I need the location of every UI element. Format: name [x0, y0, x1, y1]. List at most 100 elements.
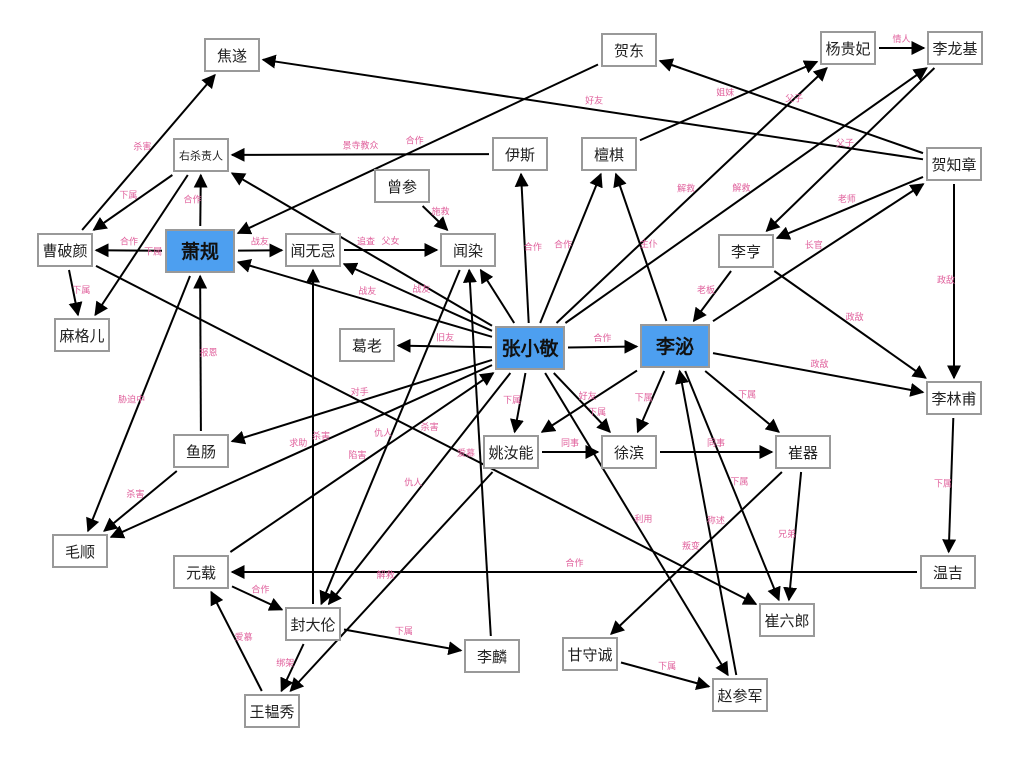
edge-arrow	[704, 370, 780, 433]
edge-fengdalun-wangyunxiu	[280, 643, 305, 693]
node-box	[339, 328, 395, 362]
node-jiaosui: 焦遂	[204, 38, 260, 72]
node-box	[640, 324, 710, 368]
node-box	[712, 678, 768, 712]
node-caopoyan: 曹破颜	[37, 233, 93, 267]
edge-arrow	[773, 270, 927, 379]
edge-arrow	[86, 275, 191, 533]
edge-arrow	[289, 471, 494, 693]
node-ganshoucheng: 甘守诚	[562, 637, 618, 671]
edge-label: 解救	[377, 569, 395, 581]
node-box	[285, 607, 341, 641]
node-name: 闻无忌	[290, 242, 335, 260]
node-name: 麻格儿	[59, 327, 104, 345]
node-name: 曹破颜	[42, 242, 87, 260]
edge-label: 杀害	[126, 488, 144, 500]
edge-arrow	[280, 643, 305, 693]
edge-libi-hezhizhang	[712, 183, 925, 323]
node-name: 崔器	[788, 444, 818, 462]
edge-label: 老板	[697, 284, 715, 296]
node-lilinfu: 李林甫	[926, 381, 982, 415]
edge-arrow	[462, 268, 492, 637]
edge-label: 合作	[251, 584, 269, 596]
edge-zhangxiaojing-libi	[567, 339, 639, 354]
edge-label: 政敌	[937, 274, 955, 286]
edge-ganshoucheng-zhaocanjun	[620, 661, 711, 690]
edge-arrow	[544, 372, 729, 677]
edge-zhangxiaojing-lilongji	[564, 67, 928, 324]
node-name: 鱼肠	[186, 443, 216, 461]
edge-zhangxiaojing-maoshun	[109, 364, 493, 539]
edge-label: 下属	[730, 476, 748, 487]
edge-label: 爱慕	[457, 447, 475, 459]
edge-arrow	[210, 590, 263, 692]
edge-label: 政敌	[810, 358, 828, 370]
edge-arrow	[564, 67, 928, 324]
edge-label: 杀害	[421, 421, 439, 433]
edge-yuanzai-zhangxiaojing	[229, 372, 495, 553]
edge-hezhizhang-liheng	[775, 176, 924, 240]
edge-liheng-libi	[692, 270, 732, 323]
edge-hezhizhang-hedong	[658, 58, 924, 155]
edge-label: 下属	[658, 661, 676, 672]
edge-label: 父子	[785, 93, 803, 104]
node-name: 封大伦	[290, 616, 335, 634]
edge-label: 报恩	[200, 346, 218, 358]
node-fengdalun: 封大伦	[285, 607, 341, 641]
edge-label: 父子	[836, 138, 854, 149]
node-name: 右杀责人	[179, 149, 223, 163]
edge-arrow	[319, 269, 461, 606]
edge-label: 对手	[351, 386, 369, 398]
node-box	[601, 33, 657, 67]
edge-label: 合作	[524, 241, 542, 253]
edge-arrow	[675, 369, 738, 676]
edge-label: 杀害	[312, 430, 330, 442]
edge-hedong-xiaogui	[236, 63, 599, 235]
node-lilongji: 李龙基	[927, 31, 983, 65]
edge-libi-cuiliulang	[684, 370, 781, 602]
node-box	[244, 694, 300, 728]
node-box	[52, 534, 108, 568]
edge-arrow	[230, 147, 490, 162]
edge-arrow	[658, 58, 924, 155]
edge-label: 同事	[561, 437, 579, 449]
node-box	[492, 137, 548, 171]
edge-label: 利用	[634, 513, 652, 525]
node-wenwuji: 闻无忌	[285, 233, 341, 267]
node-name: 李泌	[655, 335, 694, 358]
edge-arrow	[692, 270, 732, 323]
edge-arrow	[479, 268, 516, 324]
edge-arrow	[261, 54, 924, 161]
node-yuchang: 鱼肠	[173, 434, 229, 468]
edge-fengdalun-lilin	[343, 628, 463, 656]
node-name: 王韫秀	[249, 703, 294, 721]
node-name: 李亨	[731, 243, 761, 261]
edge-zhaocanjun-libi	[675, 369, 738, 676]
edge-label: 合作	[593, 332, 611, 344]
node-wangyunxiu: 王韫秀	[244, 694, 300, 728]
edge-arrow	[396, 338, 493, 353]
edge-label: 合作	[120, 235, 138, 247]
edge-arrow	[231, 585, 284, 611]
node-tanqi: 檀棋	[581, 137, 637, 171]
edge-label: 情人	[892, 33, 910, 45]
edge-xiaogui-yousha	[193, 173, 208, 227]
edge-arrow	[684, 370, 781, 602]
node-name: 温吉	[933, 564, 963, 582]
edge-zhangxiaojing-tanqi	[539, 172, 603, 324]
edge-label: 好友	[579, 390, 597, 402]
node-box	[165, 229, 235, 273]
edge-label: 求助	[289, 437, 307, 449]
node-zengshen: 曾参	[374, 169, 430, 203]
edge-label: 施救	[432, 205, 450, 217]
node-name: 曾参	[387, 178, 417, 196]
edge-xiaogui-maoshun	[86, 275, 191, 533]
edge-yisi-yousha	[230, 147, 490, 162]
node-hedong: 贺东	[601, 33, 657, 67]
edge-arrow	[236, 63, 599, 235]
node-yaoruneng: 姚汝能	[483, 435, 539, 469]
edge-arrow	[109, 364, 493, 539]
edge-label: 下属	[144, 247, 162, 258]
edge-label: 好友	[585, 95, 603, 107]
edge-zhangxiaojing-yangguifei	[555, 67, 828, 324]
